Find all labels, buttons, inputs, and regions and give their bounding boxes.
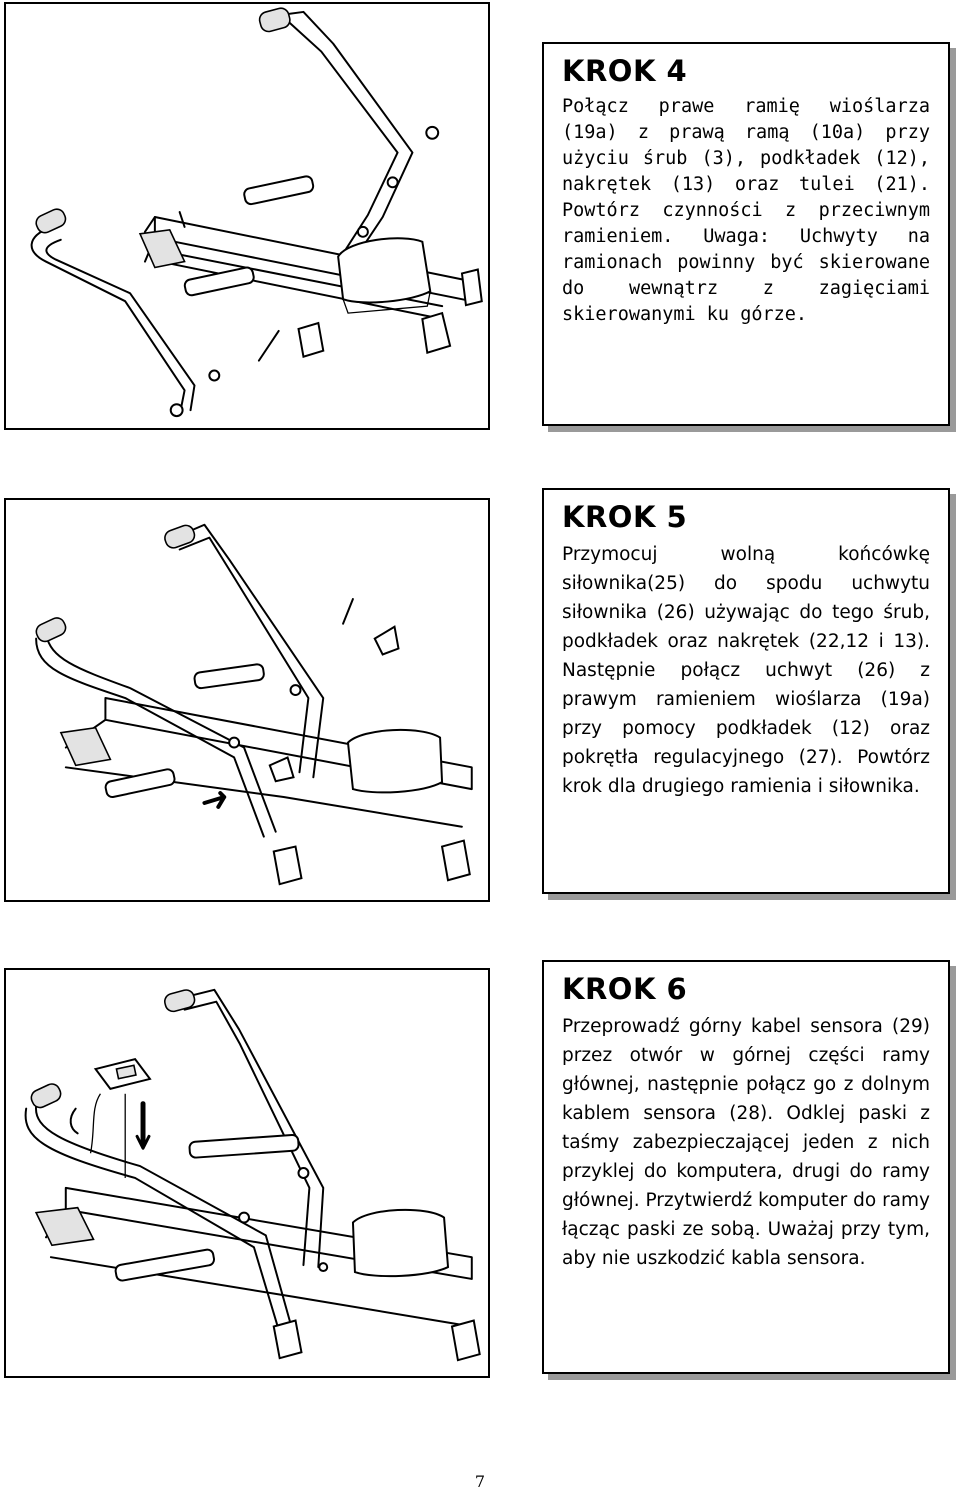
computer-sensor-cable-drawing [24, 988, 481, 1362]
step-4-illustration [4, 2, 490, 430]
step-text: Połącz prawe ramię wioślarza (19a) z pra… [562, 96, 930, 325]
step-6-illustration [4, 968, 490, 1378]
step-text: Przymocuj wolną końcówkę siłownika(25) d… [562, 544, 930, 797]
page-number: 7 [474, 1472, 486, 1491]
step-title: KROK 4 [562, 54, 688, 88]
rowing-machine-arm-assembly-drawing [30, 7, 483, 418]
cylinder-handle-assembly-drawing [35, 523, 473, 886]
step-6-instructions: KROK 6 Przeprowadź górny kabel sensora (… [542, 960, 950, 1374]
step-4-instructions: KROK 4 Połącz prawe ramię wioślarza (19a… [542, 42, 950, 426]
step-5-illustration [4, 498, 490, 902]
step-5-instructions: KROK 5 Przymocuj wolną końcówkę siłownik… [542, 488, 950, 894]
step-title: KROK 6 [562, 972, 688, 1006]
step-text: Przeprowadź górny kabel sensora (29) prz… [562, 1016, 930, 1269]
step-title: KROK 5 [562, 500, 688, 534]
